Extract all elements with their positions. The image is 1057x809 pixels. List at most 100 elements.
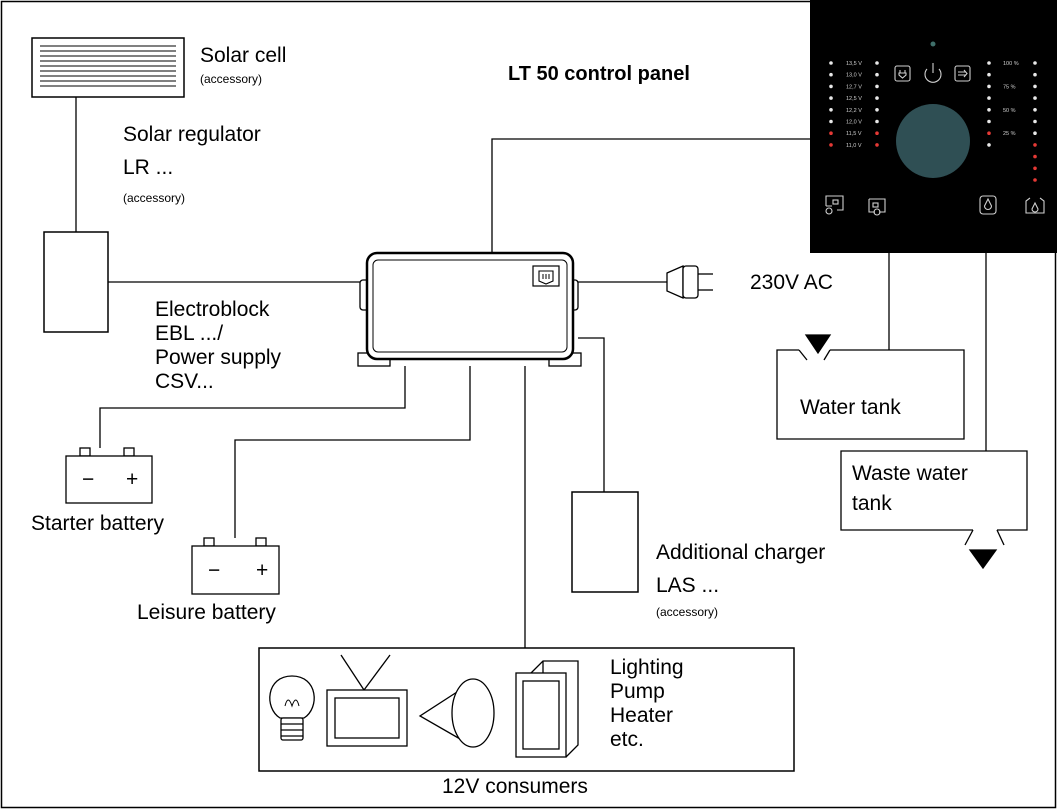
leisure-battery-minus: − xyxy=(208,559,221,582)
leisure-battery-plus: + xyxy=(256,559,269,582)
voltage-led xyxy=(875,143,879,147)
lt50-control-panel: 13,5 V 13,0 V 12,7 V 12,5 V 12,2 V 12,0 V 11,5… xyxy=(810,0,1057,253)
waste-water-level-led xyxy=(1033,131,1037,135)
voltage-led xyxy=(829,72,833,77)
voltage-led xyxy=(875,119,879,124)
fresh-water-level-led xyxy=(987,143,991,147)
television-icon xyxy=(326,654,408,747)
voltage-led xyxy=(875,61,879,65)
voltage-led xyxy=(829,61,833,65)
consumer-item-etc: etc. xyxy=(610,728,644,751)
electroblock-label-4: CSV... xyxy=(155,370,214,393)
solar-cell-label: Solar cell xyxy=(200,44,287,67)
additional-charger-box xyxy=(571,491,639,593)
level-led-column: 100 % 75 % 50 % 25 % xyxy=(987,61,1037,182)
level-label: 100 % xyxy=(1003,61,1019,67)
starter-battery-icon xyxy=(65,447,153,504)
fresh-water-level-led xyxy=(987,108,991,112)
voltage-label: 13,0 V xyxy=(846,73,862,79)
voltage-led xyxy=(829,131,833,135)
solar-regulator-model: LR ... xyxy=(123,156,174,179)
level-label: 25 % xyxy=(1003,131,1016,137)
solar-regulator-label: Solar regulator xyxy=(123,123,261,146)
waste-water-level-led xyxy=(1033,143,1037,147)
fresh-water-level-led xyxy=(987,96,991,100)
starter-vehicle-icon[interactable] xyxy=(825,195,844,211)
voltage-label: 12,7 V xyxy=(846,84,862,90)
fresh-water-level-led xyxy=(987,131,991,135)
solar-cell-icon xyxy=(31,37,185,98)
starter-battery-label: Starter battery xyxy=(31,512,165,535)
power-outlet-icon[interactable] xyxy=(894,65,911,82)
waste-water-tank-icon xyxy=(840,450,1028,570)
voltage-led xyxy=(875,96,879,100)
solar-regulator-note: (accessory) xyxy=(123,191,186,205)
level-label: 75 % xyxy=(1003,84,1016,90)
waste-water-panel-icon[interactable] xyxy=(1025,197,1045,214)
battery-select-icon[interactable] xyxy=(954,65,971,82)
wiring xyxy=(75,97,987,648)
voltage-led xyxy=(829,108,833,112)
waste-water-tank-label-2: tank xyxy=(852,492,892,515)
leisure-battery-label: Leisure battery xyxy=(137,601,276,624)
power-button-icon[interactable] xyxy=(924,68,942,83)
additional-charger-label: Additional charger xyxy=(656,541,826,564)
voltage-led xyxy=(829,119,833,124)
mains-label: 230V AC xyxy=(750,271,833,294)
water-tank-label: Water tank xyxy=(800,396,901,419)
waste-water-level-led xyxy=(1033,154,1037,159)
caravan-icon[interactable] xyxy=(868,198,886,213)
consumer-item-lighting: Lighting xyxy=(610,656,684,679)
starter-battery-minus: − xyxy=(82,468,95,491)
waste-water-level-led xyxy=(1033,84,1037,89)
voltage-led xyxy=(875,84,879,89)
electroblock-label-1: Electroblock xyxy=(155,298,270,321)
rotary-knob[interactable] xyxy=(896,104,970,178)
voltage-led xyxy=(829,143,833,147)
status-led xyxy=(930,41,936,47)
speaker-icon xyxy=(418,678,495,748)
electroblock-unit xyxy=(357,251,582,367)
voltage-label: 13,5 V xyxy=(846,61,862,67)
fresh-water-level-led xyxy=(987,84,991,89)
additional-charger-note: (accessory) xyxy=(656,605,719,619)
leisure-battery-icon xyxy=(191,537,280,595)
voltage-label: 11,0 V xyxy=(846,143,862,149)
consumers-caption: 12V consumers xyxy=(442,775,588,798)
electroblock-label-2: EBL .../ xyxy=(155,322,224,345)
consumer-item-pump: Pump xyxy=(610,680,665,703)
voltage-label: 11,5 V xyxy=(846,131,862,137)
fresh-water-icon[interactable] xyxy=(979,195,997,215)
light-bulb-icon xyxy=(269,675,315,741)
fresh-water-level-led xyxy=(987,72,991,77)
waste-water-level-led xyxy=(1033,96,1037,100)
level-label: 50 % xyxy=(1003,108,1016,114)
voltage-label: 12,2 V xyxy=(846,108,862,114)
solar-cell-note: (accessory) xyxy=(200,72,263,86)
waste-water-level-led xyxy=(1033,119,1037,124)
voltage-led xyxy=(875,72,879,77)
voltage-led xyxy=(875,131,879,135)
starter-battery-plus: + xyxy=(126,468,139,491)
voltage-label: 12,5 V xyxy=(846,96,862,102)
consumer-item-heater: Heater xyxy=(610,704,674,727)
solar-regulator-box xyxy=(43,231,109,333)
electroblock-label-3: Power supply xyxy=(155,346,282,369)
mains-plug-icon xyxy=(666,265,713,299)
voltage-label: 12,0 V xyxy=(846,120,862,126)
waste-water-tank-label-1: Waste water xyxy=(852,462,968,485)
waste-water-level-led xyxy=(1033,108,1037,112)
waste-water-level-led xyxy=(1033,178,1037,182)
voltage-led xyxy=(875,108,879,112)
fresh-water-level-led xyxy=(987,61,991,65)
voltage-led-column: 13,5 V 13,0 V 12,7 V 12,5 V 12,2 V 12,0 V 11,5… xyxy=(829,61,879,149)
waste-water-level-led xyxy=(1033,72,1037,77)
additional-charger-model: LAS ... xyxy=(656,574,720,597)
waste-water-level-led xyxy=(1033,61,1037,65)
heater-icon xyxy=(515,660,579,758)
waste-water-level-led xyxy=(1033,166,1037,171)
water-tank-icon xyxy=(776,334,965,440)
